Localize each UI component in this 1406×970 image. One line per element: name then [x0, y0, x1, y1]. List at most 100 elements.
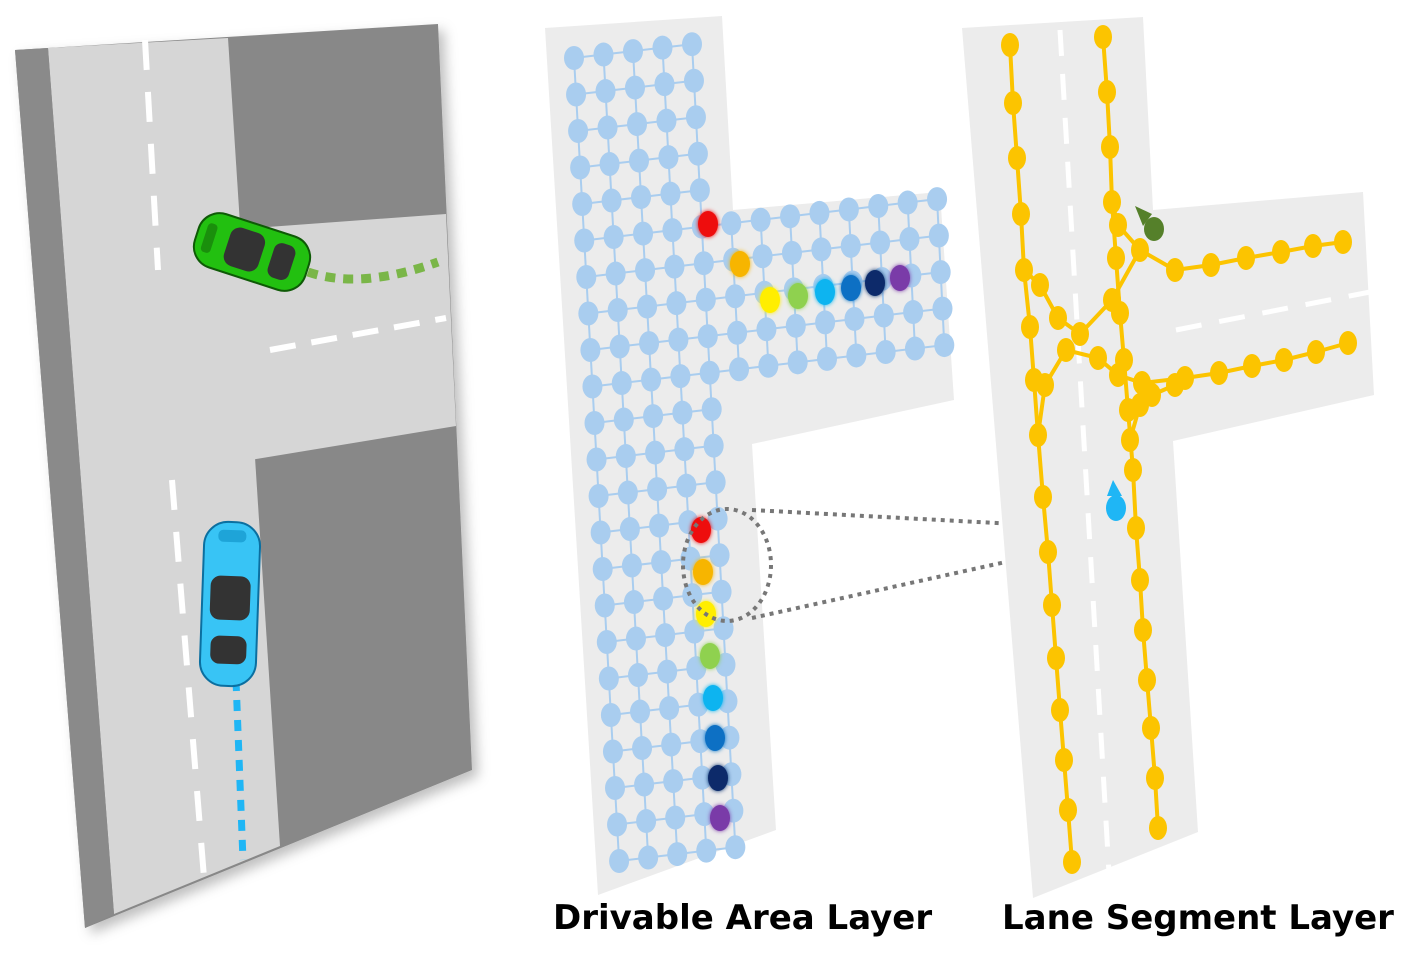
trajectory-node: [693, 559, 713, 585]
lane-node: [1109, 363, 1127, 387]
grid-node: [619, 517, 640, 542]
grid-node: [598, 666, 619, 691]
lane-node: [1004, 91, 1022, 115]
grid-node: [625, 626, 646, 651]
trajectory-node: [700, 643, 720, 669]
grid-node: [758, 353, 779, 378]
grid-node: [817, 346, 838, 371]
lane-node: [1031, 273, 1049, 297]
lane-node: [1098, 80, 1116, 104]
grid-node: [815, 310, 836, 335]
lane-node: [1127, 516, 1145, 540]
grid-node: [750, 207, 771, 232]
lane-node: [1275, 348, 1293, 372]
lane-polyline: [1008, 44, 1074, 863]
grid-node: [870, 230, 891, 255]
grid-node: [576, 265, 597, 289]
grid-node: [683, 68, 704, 93]
grid-node: [611, 371, 632, 396]
grid-node: [676, 473, 697, 498]
grid-node: [682, 32, 702, 57]
grid-node: [756, 317, 777, 342]
trajectory-node: [703, 685, 723, 711]
grid-node: [785, 313, 806, 338]
grid-node: [596, 630, 617, 654]
grid-node: [592, 557, 613, 581]
grid-node: [729, 357, 750, 382]
lane-node: [1143, 383, 1161, 407]
grid-node: [661, 732, 682, 757]
lane-dividers: [1057, 29, 1371, 891]
blue-car-icon: [198, 520, 262, 688]
green-car-trajectory: [306, 257, 440, 284]
lane-node: [1146, 766, 1164, 790]
grid-node: [667, 842, 688, 867]
lane-node: [1307, 340, 1325, 364]
lane-node: [1063, 850, 1081, 874]
grid-node: [780, 204, 801, 229]
grid-node: [930, 260, 951, 285]
lane-node: [1107, 246, 1125, 270]
lane-segment-nodes: [1001, 25, 1357, 874]
grid-node: [593, 42, 614, 67]
grid-node: [840, 233, 861, 258]
grid-node: [721, 211, 742, 236]
drivable-area-backdrop: [545, 16, 954, 895]
lane-segment-caption: Lane Segment Layer: [1002, 898, 1394, 938]
grid-node: [689, 178, 710, 203]
grid-node: [695, 287, 716, 312]
grid-node: [655, 623, 676, 648]
grid-node: [632, 736, 653, 761]
grid-node: [566, 82, 587, 107]
grid-node: [631, 185, 652, 210]
grid-node: [609, 849, 630, 873]
grid-node: [672, 400, 693, 425]
grid-node: [701, 397, 722, 422]
lane-node: [1103, 190, 1121, 214]
trajectory-node: [815, 279, 835, 305]
grid-node: [682, 583, 703, 608]
lane-node: [1059, 798, 1077, 822]
lane-node: [1021, 315, 1039, 339]
lane-node: [1071, 322, 1089, 346]
lane-node: [1012, 202, 1030, 226]
grid-node: [809, 200, 830, 225]
grid-node: [838, 197, 859, 222]
lane-node: [1015, 258, 1033, 282]
grid-node: [609, 334, 630, 359]
zoom-connector-bottom: [751, 533, 1129, 620]
grid-node: [600, 703, 621, 727]
grid-node: [709, 543, 730, 568]
blue-car-trajectory: [232, 679, 247, 861]
lane-node: [1304, 234, 1322, 258]
lane-node: [1149, 816, 1167, 840]
trajectory-node: [841, 275, 861, 301]
trajectory-node: [865, 270, 885, 296]
grid-node: [584, 411, 605, 435]
lane-node: [1049, 306, 1067, 330]
grid-node: [903, 300, 924, 325]
lane-node: [1124, 458, 1142, 482]
grid-node: [844, 306, 865, 331]
lane-node: [1166, 258, 1184, 282]
zoom-circle: [681, 507, 773, 623]
grid-node: [647, 477, 668, 502]
lane-node: [1034, 485, 1052, 509]
center-lane-marking: [142, 39, 161, 271]
lane-node: [1029, 423, 1047, 447]
lane-node: [1134, 618, 1152, 642]
green-agent-marker-icon: [1135, 206, 1164, 241]
grid-node: [615, 444, 636, 469]
grid-node: [719, 725, 740, 750]
left-curb-strip: [15, 48, 114, 928]
grid-node: [697, 324, 718, 349]
grid-node: [696, 838, 717, 863]
grid-node: [652, 35, 673, 60]
lane-segment-backdrop: [962, 17, 1374, 898]
grid-node: [928, 223, 949, 248]
grid-node: [664, 254, 685, 279]
grid-node: [649, 513, 670, 538]
grid-node: [564, 46, 584, 70]
grid-node: [707, 506, 728, 531]
